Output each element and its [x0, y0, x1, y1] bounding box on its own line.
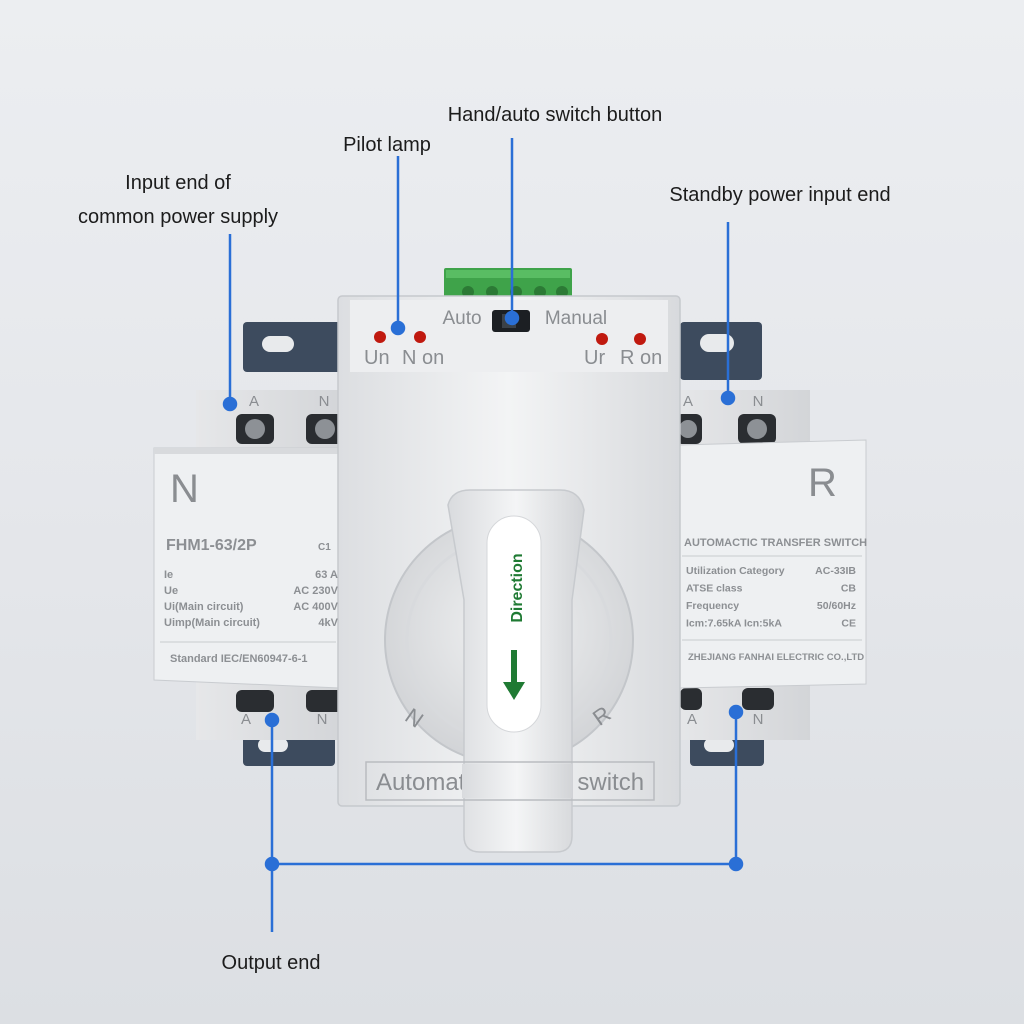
right-module-letter: R — [808, 461, 837, 505]
spec-label: Ui(Main circuit) — [164, 601, 244, 613]
callout-standby-input: Standby power input end — [669, 184, 891, 206]
handle-overlap — [462, 764, 572, 798]
callout-output-end: Output end — [221, 952, 321, 974]
pilot-lamp-r-on — [634, 333, 646, 345]
mounting-bracket-top-right — [680, 322, 762, 380]
spec-label: ATSE class — [686, 583, 743, 595]
callout-dot-pilot-lamp — [390, 320, 406, 336]
terminal-a-top-right: A — [683, 393, 693, 410]
left-module-specs: Ie 63 A Ue AC 230V Ui(Main circuit) AC 400V Ui… — [164, 569, 339, 629]
callout-dot-hand-auto — [504, 310, 520, 326]
pilot-lamp-ur — [596, 333, 608, 345]
left-module-letter: N — [170, 467, 199, 511]
spec-value: AC-33IB — [815, 565, 856, 577]
spec-value: 4kV — [318, 617, 338, 629]
spec-value: AC 400V — [293, 601, 338, 613]
spec-value: AC 230V — [293, 585, 338, 597]
callout-dot-output-right — [728, 704, 744, 720]
spec-value: 63 A — [315, 569, 338, 581]
bottom-terminals-left — [236, 690, 344, 712]
handle-direction-label: Direction — [509, 553, 526, 622]
terminal-a-bottom-right: A — [687, 711, 697, 728]
terminal-n-top-right: N — [753, 393, 764, 410]
spec-label: Uimp(Main circuit) — [164, 617, 260, 629]
callout-dot-output-left — [264, 712, 280, 728]
terminal-n-bottom-left: N — [317, 711, 328, 728]
spec-label: Ie — [164, 569, 173, 581]
spec-label: Utilization Category — [686, 565, 785, 577]
label-n-on: N on — [402, 347, 444, 369]
spec-label: Frequency — [686, 600, 739, 612]
right-module-specs: Utilization Category AC-33IB ATSE class CB F… — [686, 565, 856, 630]
spec-value: CB — [841, 583, 857, 595]
right-module-maker: ZHEJIANG FANHAI ELECTRIC CO.,LTD — [688, 652, 864, 663]
pilot-lamp-n-on — [414, 331, 426, 343]
terminal-a-bottom-left: A — [241, 711, 251, 728]
callout-dot-standby — [720, 390, 736, 406]
label-r-on: R on — [620, 347, 662, 369]
left-module-standard: Standard IEC/EN60947-6-1 — [170, 653, 308, 665]
callout-input-common-line2: common power supply — [77, 206, 279, 228]
pilot-lamp-un — [374, 331, 386, 343]
callout-dot-output-bar-left — [264, 856, 280, 872]
callout-pilot-lamp: Pilot lamp — [343, 134, 431, 156]
spec-value: CE — [841, 618, 856, 630]
callout-input-common-line1: Input end of — [125, 172, 231, 194]
terminal-n-bottom-right: N — [753, 711, 764, 728]
bottom-plate — [365, 761, 655, 801]
green-terminal-block — [444, 268, 572, 300]
label-manual: Manual — [545, 308, 607, 329]
top-terminals-right — [676, 414, 776, 444]
spec-label: Ue — [164, 585, 178, 597]
left-module-model: FHM1-63/2P — [166, 537, 257, 554]
terminal-a-top-left: A — [249, 393, 259, 410]
spec-label: Icm:7.65kA Icn:5kA — [686, 618, 782, 630]
terminal-n-top-left: N — [319, 393, 330, 410]
callout-dot-output-bar-right — [728, 856, 744, 872]
callout-dot-input-common — [222, 396, 238, 412]
spec-value: 50/60Hz — [817, 600, 856, 612]
top-terminals-left — [236, 414, 344, 444]
mounting-bracket-top-left — [243, 322, 343, 372]
label-auto: Auto — [442, 308, 481, 329]
label-un: Un — [364, 347, 390, 369]
callout-hand-auto: Hand/auto switch button — [447, 104, 663, 126]
left-module-curve: C1 — [318, 542, 331, 553]
bottom-terminals-right — [680, 688, 774, 710]
right-module-title: AUTOMACTIC TRANSFER SWITCH — [684, 537, 867, 549]
label-ur: Ur — [584, 347, 605, 369]
